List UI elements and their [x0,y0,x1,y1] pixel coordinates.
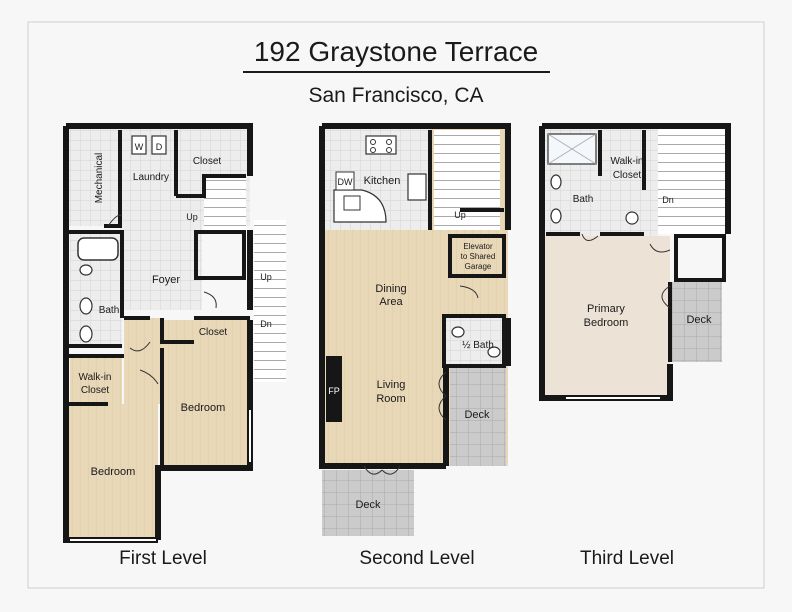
first-bath-label: Bath [99,305,120,316]
closet-mid-floor [194,318,238,342]
title-underline [243,71,550,73]
sink-2 [79,325,93,343]
primary-label-2: Bedroom [584,317,629,329]
third-level-caption: Third Level [580,548,674,569]
living-label-2: Room [376,393,405,405]
closet-mid-label: Closet [199,327,228,338]
hall-floor [124,318,162,404]
dn-stair-label: Dn [260,319,272,329]
bedroom-right-label: Bedroom [181,402,226,414]
bedroom-left-label: Bedroom [91,466,136,478]
primary-label-1: Primary [587,303,625,315]
up-stair-label: Up [260,272,272,282]
second-level-caption: Second Level [359,548,474,569]
third-dn-label: Dn [662,195,674,205]
deck-bottom [322,470,414,536]
elevator-label-2: to Shared [461,252,496,261]
kitchen-label: Kitchen [364,175,401,187]
bathtub [77,237,119,261]
third-walkin-label-1: Walk-in [611,156,644,167]
washer-label: W [135,142,144,152]
half-bath-floor [444,318,504,366]
second-level-walls [319,123,511,469]
dryer [151,135,167,155]
page-title: 192 Graystone Terrace [253,36,539,67]
second-up-label: Up [454,210,466,220]
foyer-label: Foyer [152,274,180,286]
dishwasher [335,171,355,191]
third-walkin-label-2: Closet [613,170,642,181]
half-bath-sink [451,326,465,338]
toilet [79,264,93,276]
walkin-label-1: Walk-in [79,372,112,383]
fp-label: FP [328,386,340,396]
laundry-label: Laundry [133,172,169,183]
dining-label-2: Area [379,296,403,308]
third-deck [670,282,722,362]
washer [131,135,147,155]
half-bath-label: ½ Bath [462,340,494,351]
third-bath-label: Bath [573,194,594,205]
fireplace [326,356,342,422]
bedroom-left-floor [66,404,158,540]
first-level-plan: Mechanical Laundry W D Closet Up Foyer B… [63,123,286,569]
refrigerator [407,173,427,201]
page-frame [27,21,765,589]
living-label-1: Living [377,379,406,391]
dryer-label: D [156,142,163,152]
dining-label-1: Dining [375,283,406,295]
exterior-stair [254,220,286,382]
third-deck-label: Deck [686,314,712,326]
third-level-plan: Walk-in Closet Bath Dn Primary Bedroom D… [539,123,731,569]
page-subtitle: San Francisco, CA [308,84,484,107]
deck-right-label: Deck [464,409,490,421]
elevator-label-3: Garage [465,262,492,271]
third-toilet [625,211,639,225]
second-level-plan: DW Kitchen Up Elevator to Shared Garage … [319,123,511,569]
first-level-caption: First Level [119,548,207,569]
cooktop [365,135,397,155]
third-sink-1 [550,174,562,190]
kitchen-sink [343,195,361,211]
elevator-label-1: Elevator [463,242,493,251]
third-stair [658,126,726,234]
up-inner-label: Up [186,212,198,222]
half-bath-toilet [487,346,501,358]
third-sink-2 [550,208,562,224]
interior-stair [204,176,246,232]
foyer-floor [120,200,202,310]
walkin-label-2: Closet [81,385,110,396]
bedroom-right-floor [162,320,250,468]
mechanical-label: Mechanical [94,153,105,204]
second-stair [434,130,500,230]
walkin-closet-floor [70,358,122,404]
deck-bottom-label: Deck [355,499,381,511]
deck-right [450,366,506,466]
sink-1 [79,297,93,315]
dw-label: DW [338,177,353,187]
primary-bedroom-floor [542,236,670,398]
closet-top-label: Closet [193,156,222,167]
